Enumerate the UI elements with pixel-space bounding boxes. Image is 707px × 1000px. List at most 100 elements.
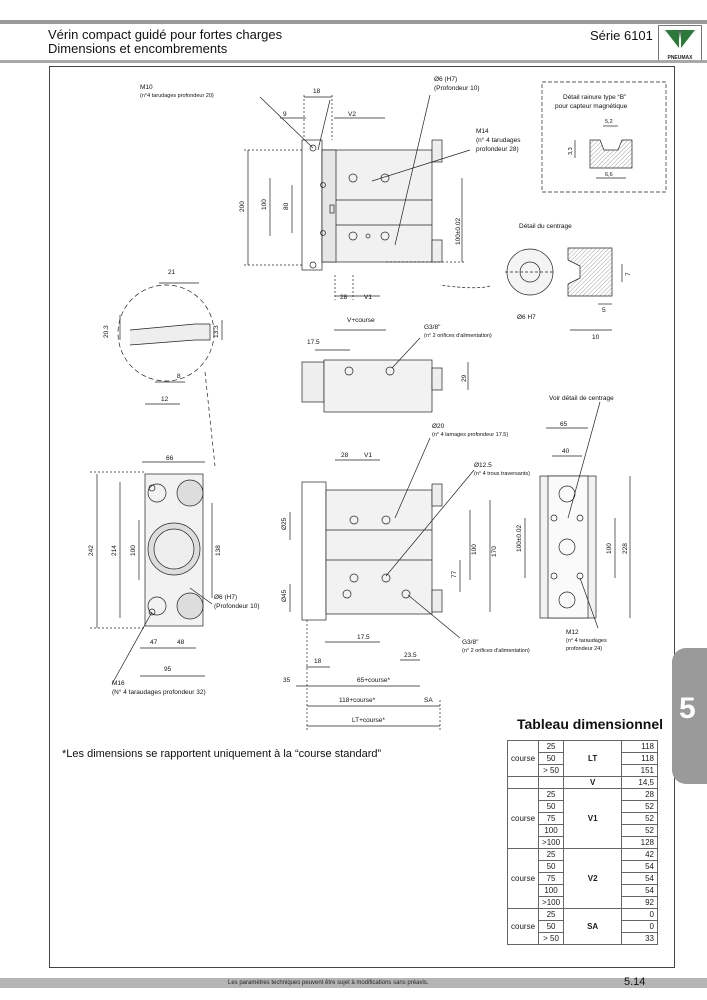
groove-title-1: Détail rainure type “B” [563,94,626,101]
dim-v1-top: V1 [364,294,372,301]
dimension-value-cell: 14,5 [621,776,658,789]
label-g38-top-note: (n° 2 orifices d'alimentation) [424,333,492,339]
title-line-1: Vérin compact guidé pour fortes charges [48,27,283,42]
dim-17-5-bot: 17.5 [357,634,370,641]
course-value-cell: 25 [538,908,565,921]
label-phi6-top: Ø6 (H7) [434,76,457,83]
course-label-cell: course [506,740,540,777]
page-number: 5.14 [624,976,646,988]
dimension-value-cell: 28 [621,788,658,801]
label-phi12-5-note: (n° 4 trous traversants) [474,471,530,477]
dim-7: 7 [625,272,632,276]
dim-95: 95 [164,666,172,673]
label-voir-detail: Voir détail de centrage [549,395,614,402]
dim-28-top: 28 [340,294,348,301]
course-label-cell [506,776,540,789]
dim-23-5: 23.5 [404,652,417,659]
dim-5: 5 [602,307,606,314]
section-tab-number: 5 [679,692,696,725]
dim-100-left: 100 [130,545,137,556]
logo-mark-icon [665,30,695,48]
dim-17-5-top: 17.5 [307,339,320,346]
dim-sa: SA [424,697,433,704]
dimension-name-cell: LT [563,740,623,777]
dim-47: 47 [150,639,158,646]
footer-disclaimer: Les paramètres techniques peuvent être s… [228,980,429,986]
dim-100-right: 100 [606,543,613,554]
side-view [301,359,443,413]
dimension-value-cell: 54 [621,860,658,873]
dim-40: 40 [562,448,570,455]
label-g38-bot-note: (n° 2 orifices d'alimentation) [462,648,530,654]
front-view [144,473,204,627]
label-m12-note-2: profondeur 24) [566,646,602,652]
dim-8: 8 [177,373,181,380]
dimension-value-cell: 52 [621,824,658,837]
dimension-value-cell: 151 [621,764,658,777]
dim-228: 228 [622,543,629,554]
dim-65: 65 [560,421,568,428]
dim-80: 80 [283,202,290,210]
dim-77: 77 [451,570,458,578]
dim-12: 12 [161,396,169,403]
end-view [539,475,597,619]
dim-phi45: Ø45 [281,589,288,602]
page-title: Vérin compact guidé pour fortes charges … [48,28,282,56]
footnote: *Les dimensions se rapportent uniquement… [62,748,382,760]
course-value-cell: > 50 [538,932,565,945]
dimension-value-cell: 92 [621,896,658,909]
dim-9: 9 [283,111,287,118]
dim-5-2: 5,2 [605,119,613,125]
dimension-value-cell: 52 [621,812,658,825]
dim-21: 21 [168,269,176,276]
course-value-cell: 100 [538,884,565,897]
top-view [301,139,443,271]
label-phi6-left-note: (Profondeur 10) [214,603,260,610]
course-value-cell: > 50 [538,764,565,777]
label-phi20: Ø20 [432,423,445,430]
top-rule [0,20,707,24]
course-value-cell: 25 [538,740,565,753]
dim-phi25: Ø25 [281,517,288,530]
course-label-cell: course [506,908,540,945]
dim-214: 214 [111,545,118,556]
label-m10: M10 [140,84,153,91]
dim-170: 170 [491,546,498,557]
course-value-cell: >100 [538,836,565,849]
bottom-side-view [301,481,443,621]
dim-10: 10 [592,334,600,341]
label-m14: M14 [476,128,489,135]
header-rule [0,60,707,63]
dimension-name-cell: SA [563,908,623,945]
dimension-value-cell: 118 [621,740,658,753]
title-line-2: Dimensions et encombrements [48,41,228,56]
label-phi6-left: Ø6 (H7) [214,594,237,601]
dim-28-mid: 28 [341,452,349,459]
dim-138: 138 [215,545,222,556]
course-value-cell: 25 [538,788,565,801]
dim-20-3: 20.3 [103,325,110,338]
section-tab: 5 [672,648,707,784]
dimension-value-cell: 0 [621,920,658,933]
dim-65-course: 65+course* [357,677,391,684]
dim-48: 48 [177,639,185,646]
dim-lt-course: LT+course* [352,717,385,724]
course-value-cell: 50 [538,800,565,813]
dim-13-3: 13.3 [213,325,220,338]
dim-100-002-right: 100±0.02 [516,525,523,552]
course-value-cell: 100 [538,824,565,837]
label-g38-top: G3/8" [424,324,441,331]
label-m16-note: (N° 4 taraudages profondeur 32) [112,688,206,696]
dimension-value-cell: 33 [621,932,658,945]
label-phi6-centre: Ø6 H7 [517,314,536,321]
dim-18-top: 18 [313,88,321,95]
label-m12: M12 [566,629,579,636]
dimension-value-cell: 128 [621,836,658,849]
dim-35: 35 [283,677,291,684]
